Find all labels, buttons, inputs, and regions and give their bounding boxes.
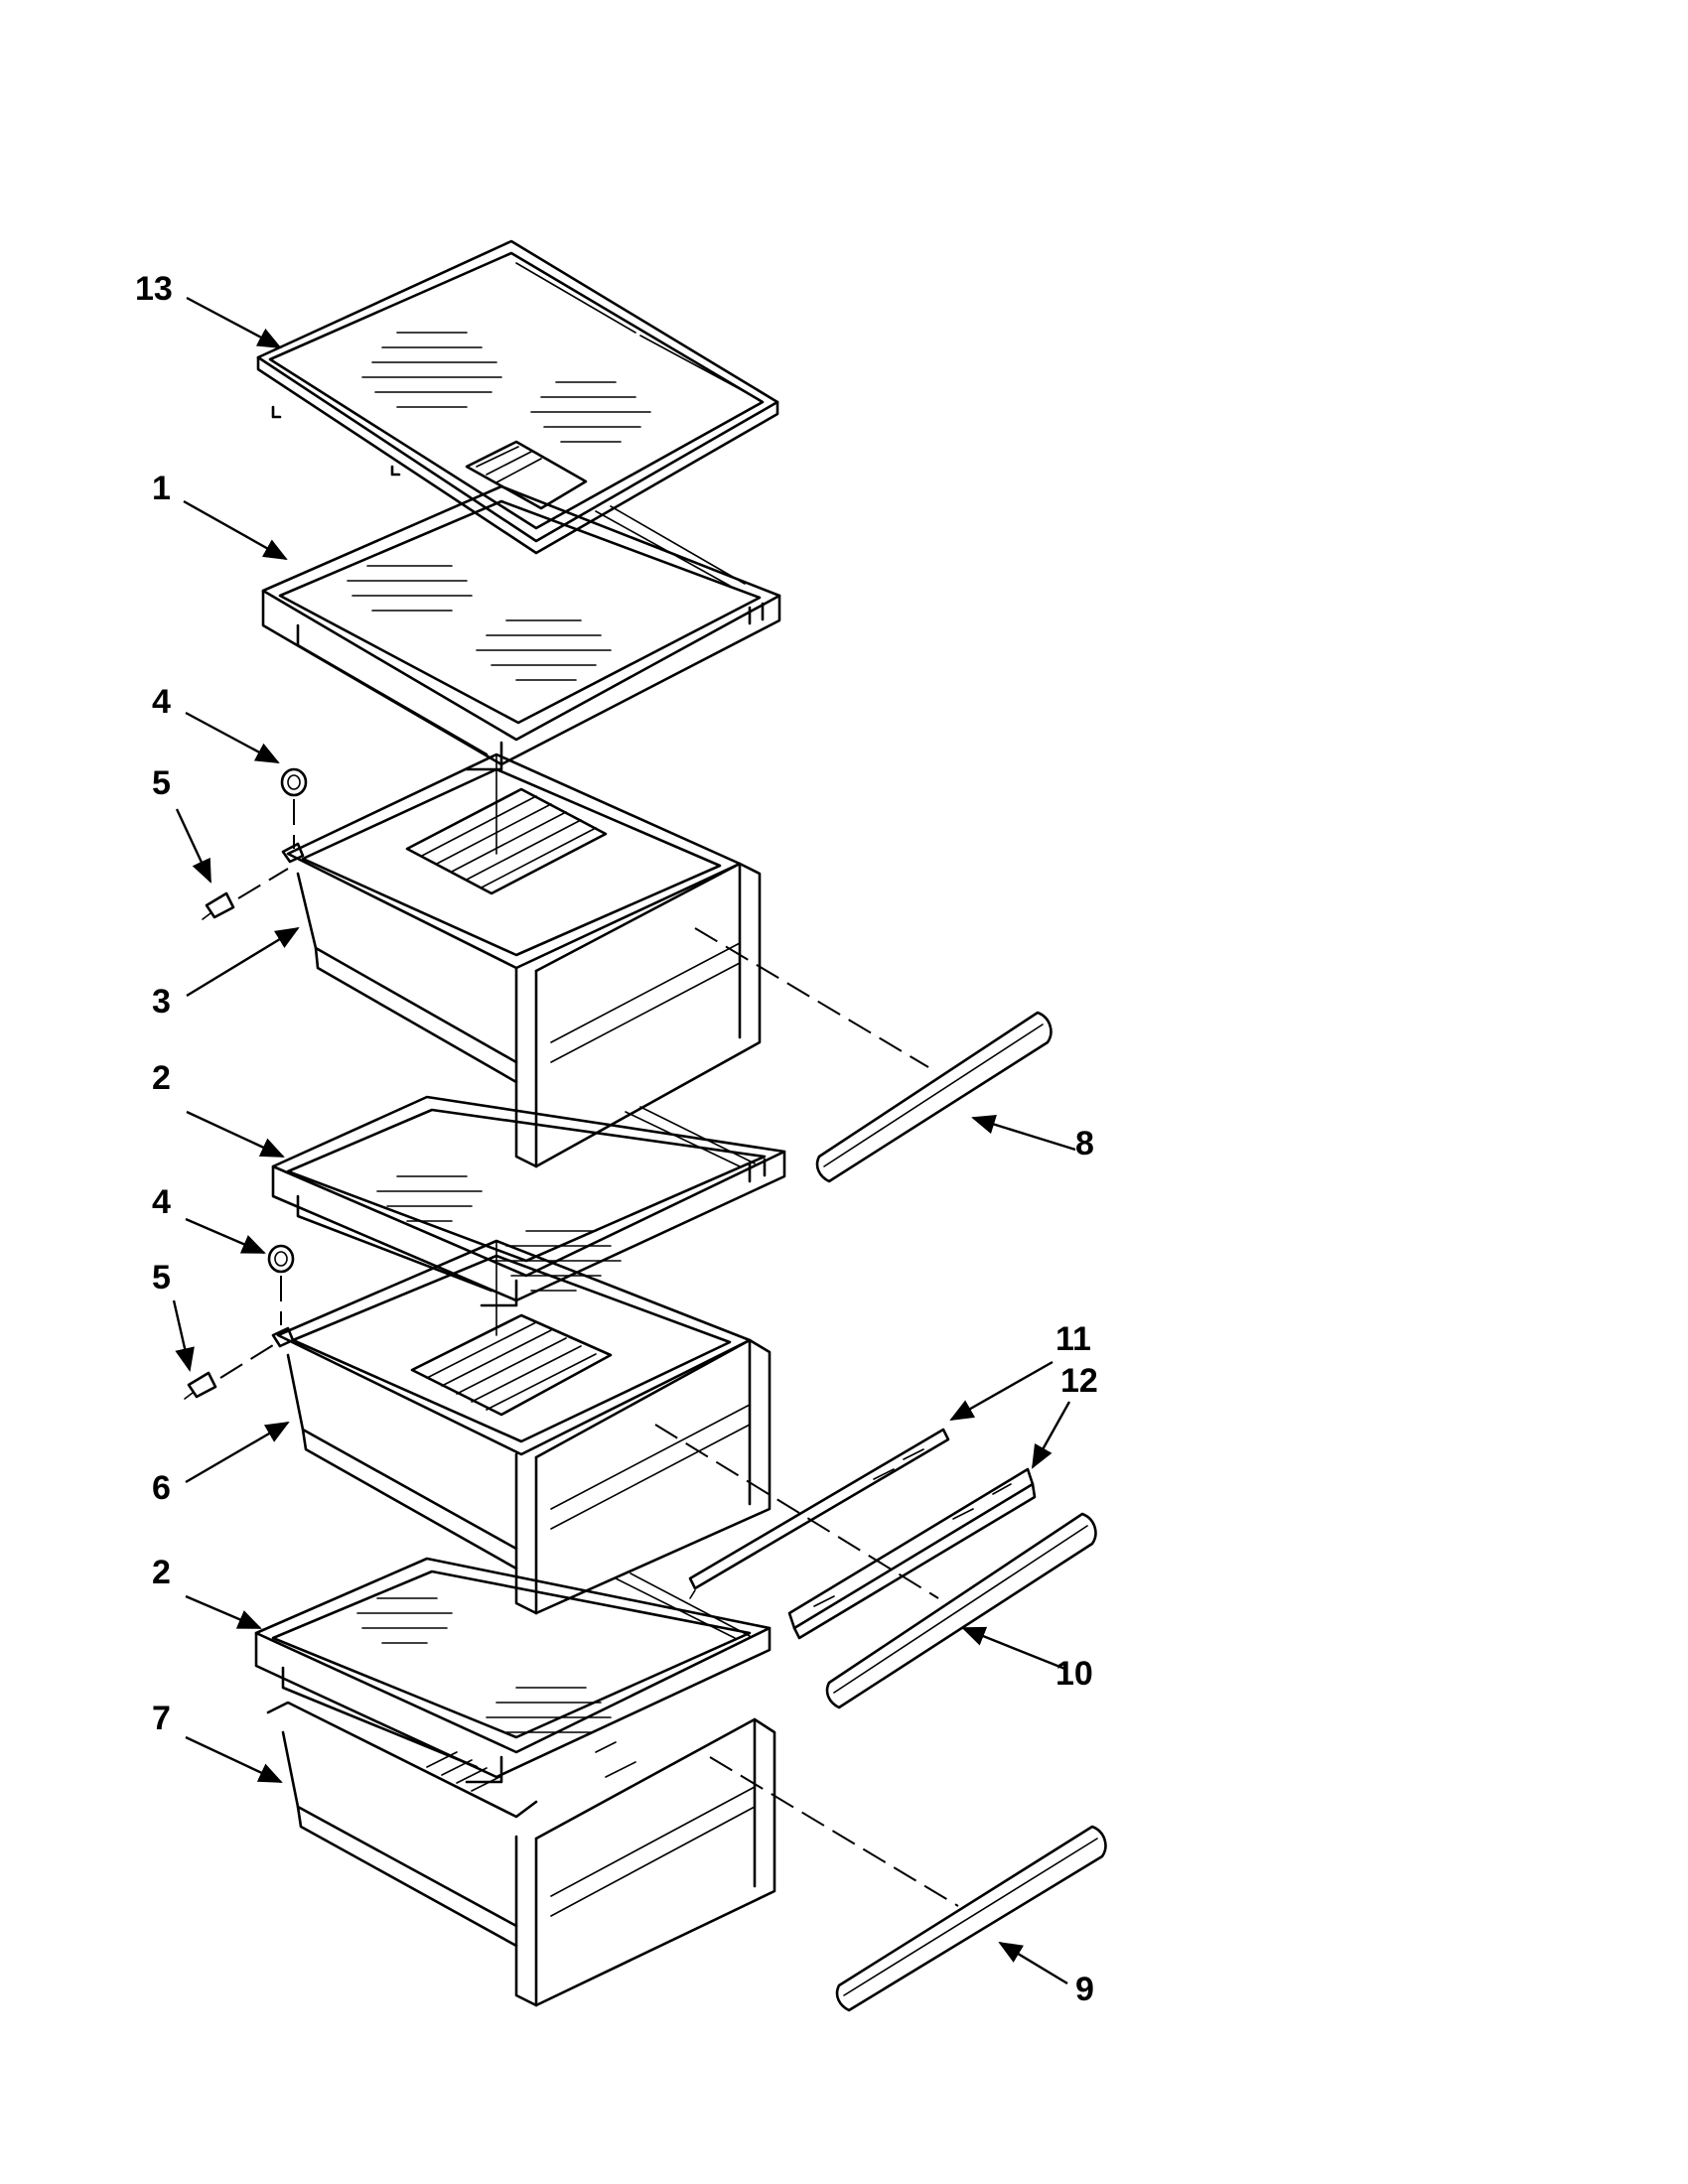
callout-6: 6	[152, 1469, 171, 1507]
trim-10	[825, 1512, 1097, 1709]
bushing-4-upper	[280, 767, 308, 849]
crisper-drawer-6	[271, 1239, 772, 1615]
assembly-lines	[654, 927, 959, 1907]
callout-labels: 13 1 4 5 3 2 8 4 5 11 12 6 2 10 7 9	[135, 270, 1098, 2008]
callout-4-lower: 4	[152, 1183, 171, 1221]
screw-5-lower	[184, 1344, 274, 1400]
callout-9: 9	[1075, 1971, 1094, 2008]
shelf-1	[261, 484, 781, 771]
callout-5-upper: 5	[152, 764, 171, 802]
callout-7: 7	[152, 1700, 171, 1737]
leader-lines	[172, 296, 1076, 1985]
callout-12: 12	[1060, 1362, 1098, 1400]
callout-10: 10	[1055, 1655, 1093, 1693]
shelf-13	[256, 239, 779, 555]
drawer-7	[266, 1701, 776, 2007]
shelf-2-upper	[271, 1095, 786, 1307]
slide-11	[688, 1428, 950, 1599]
screw-5-upper	[202, 868, 289, 920]
callout-4-upper: 4	[152, 683, 171, 721]
callout-8: 8	[1075, 1125, 1094, 1162]
callout-1: 1	[152, 470, 171, 507]
callout-2-lower: 2	[152, 1554, 171, 1591]
callout-11: 11	[1055, 1320, 1091, 1358]
trim-9	[835, 1825, 1107, 2012]
callout-5-lower: 5	[152, 1259, 171, 1297]
slide-12	[787, 1467, 1037, 1640]
crisper-drawer-3	[281, 752, 762, 1168]
bushing-4-lower	[267, 1244, 295, 1325]
trim-8	[815, 1011, 1053, 1183]
callout-13: 13	[135, 270, 173, 308]
callout-3: 3	[152, 983, 171, 1021]
shelf-2-lower	[254, 1557, 772, 1784]
callout-2-upper: 2	[152, 1059, 171, 1097]
